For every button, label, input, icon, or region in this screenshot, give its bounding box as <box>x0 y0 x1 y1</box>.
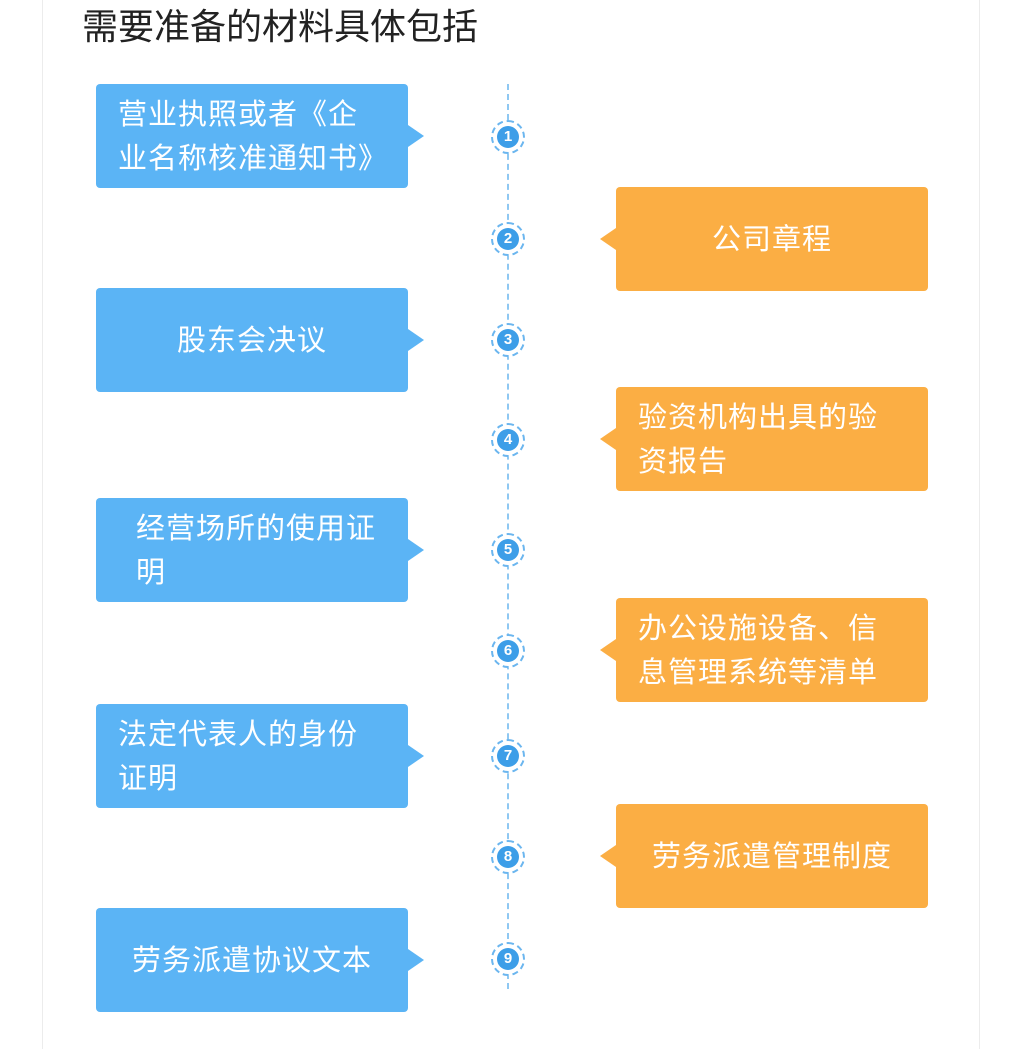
step-box-1: 营业执照或者《企业名称核准通知书》 <box>96 84 424 188</box>
step-node-8: 8 <box>491 840 525 874</box>
step-text-8: 劳务派遣管理制度 <box>651 839 892 873</box>
step-number-8: 8 <box>497 846 519 868</box>
step-text-5: 经营场所的使用证明 <box>136 511 377 589</box>
step-node-4: 4 <box>491 423 525 457</box>
step-node-7: 7 <box>491 739 525 773</box>
step-node-2: 2 <box>491 222 525 256</box>
step-text-9: 劳务派遣协议文本 <box>131 943 372 977</box>
step-box-3: 股东会决议 <box>96 288 424 392</box>
step-box-5: 经营场所的使用证明 <box>96 498 424 602</box>
step-number-6: 6 <box>497 640 519 662</box>
step-text-1: 营业执照或者《企业名称核准通知书》 <box>118 97 389 175</box>
step-text-3: 股东会决议 <box>176 323 327 357</box>
step-box-7: 法定代表人的身份证明 <box>96 704 424 808</box>
step-text-7: 法定代表人的身份证明 <box>118 717 359 795</box>
step-text-2: 公司章程 <box>711 222 832 256</box>
step-node-1: 1 <box>491 120 525 154</box>
step-number-2: 2 <box>497 228 519 250</box>
step-number-3: 3 <box>497 329 519 351</box>
step-box-8: 劳务派遣管理制度 <box>600 804 928 908</box>
step-box-9: 劳务派遣协议文本 <box>96 908 424 1012</box>
step-node-3: 3 <box>491 323 525 357</box>
step-number-1: 1 <box>497 126 519 148</box>
step-number-4: 4 <box>497 429 519 451</box>
step-text-6: 办公设施设备、信息管理系统等清单 <box>638 611 879 689</box>
step-text-4: 验资机构出具的验资报告 <box>638 400 879 478</box>
step-number-7: 7 <box>497 745 519 767</box>
step-box-2: 公司章程 <box>600 187 928 291</box>
page-title: 需要准备的材料具体包括 <box>82 7 479 48</box>
step-number-9: 9 <box>497 948 519 970</box>
step-node-5: 5 <box>491 533 525 567</box>
step-node-9: 9 <box>491 942 525 976</box>
step-box-6: 办公设施设备、信息管理系统等清单 <box>600 598 928 702</box>
step-node-6: 6 <box>491 634 525 668</box>
step-number-5: 5 <box>497 539 519 561</box>
step-box-4: 验资机构出具的验资报告 <box>600 387 928 491</box>
